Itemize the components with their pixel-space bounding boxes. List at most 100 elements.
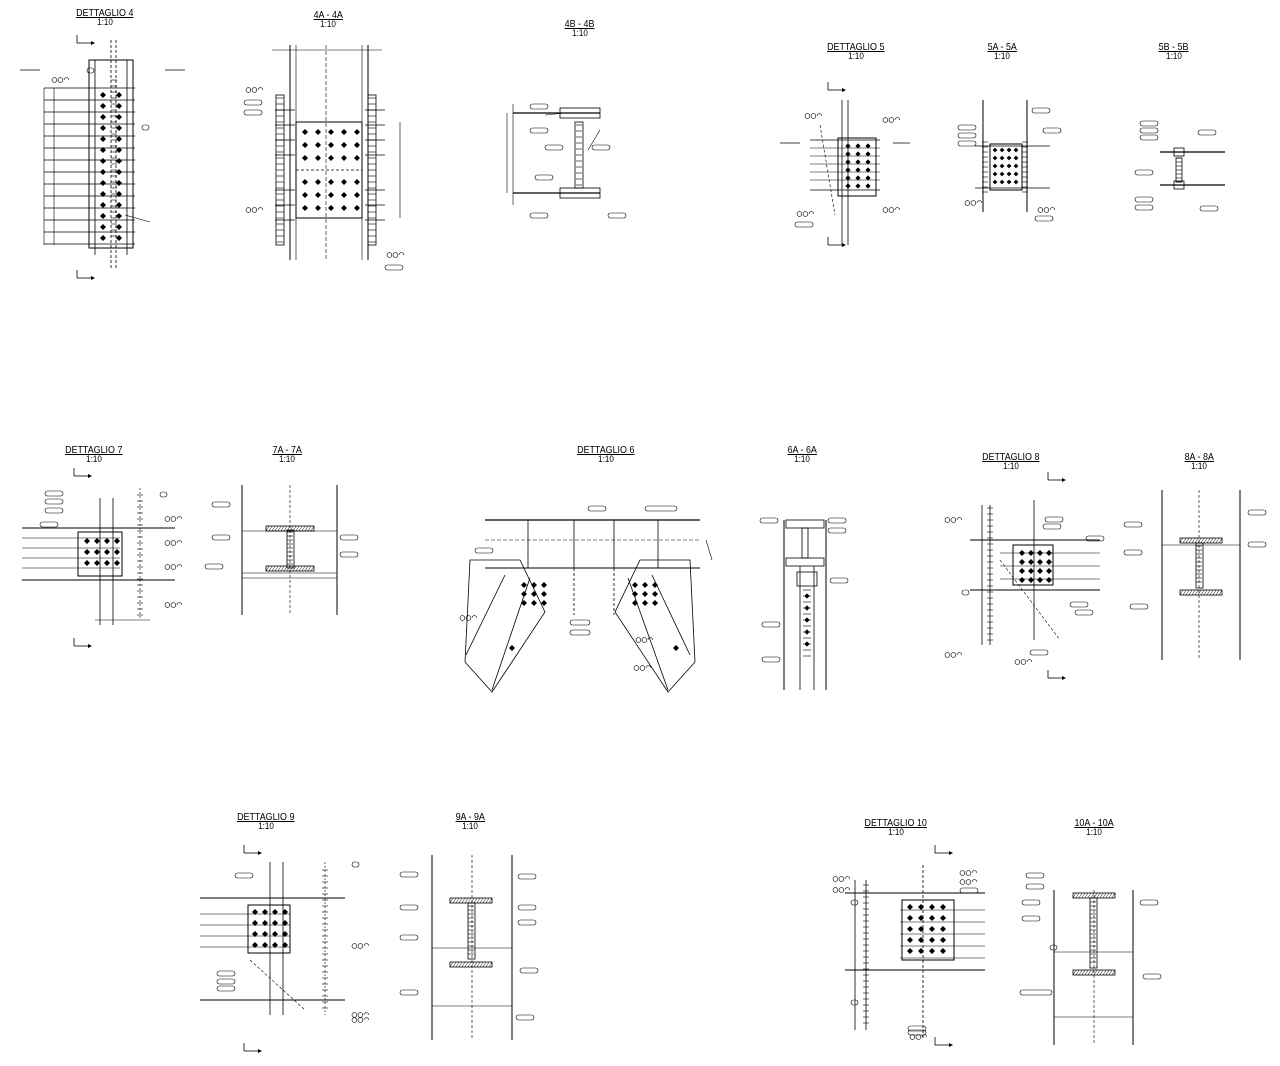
bolt (652, 591, 658, 597)
callout-tag (399, 989, 419, 996)
callout-tag (211, 534, 231, 541)
hatch-line (274, 525, 279, 532)
weld-symbol (164, 564, 183, 570)
detail-7-title: DETTAGLIO 7 (65, 444, 123, 456)
leader (124, 214, 151, 223)
hatch-line (479, 961, 484, 968)
callout-tag (1247, 541, 1267, 548)
splice-plate (837, 137, 877, 197)
hatch-line (271, 565, 276, 572)
bolt (541, 600, 547, 606)
hatch-line (1209, 589, 1214, 596)
section-4a-heading: 4A - 4A 1:10 (258, 9, 398, 30)
hatch-line (488, 961, 493, 968)
hatch-line (464, 897, 469, 904)
weld-symbol (959, 870, 978, 876)
bolt (865, 183, 871, 189)
bolt (1006, 147, 1012, 153)
bolt (940, 948, 946, 954)
bolt (531, 591, 537, 597)
bolt (315, 205, 321, 211)
callout-tag (399, 871, 419, 878)
hatch-line (1096, 892, 1101, 899)
section-arrow (1062, 478, 1066, 482)
detail-10-heading: DETTAGLIO 10 1:10 (826, 817, 966, 838)
bolt (845, 143, 851, 149)
weld-symbol (459, 615, 478, 621)
callout-tag (44, 507, 64, 514)
bolt (1046, 577, 1052, 583)
bolt (929, 915, 935, 921)
weld-symbol (944, 517, 963, 523)
bolt (116, 158, 122, 164)
callout-tag (544, 144, 564, 151)
bolt (116, 114, 122, 120)
hatch-line (473, 961, 478, 968)
detail-6-title: DETTAGLIO 6 (577, 444, 635, 456)
bolt (272, 909, 278, 915)
callout-tag (1123, 521, 1143, 528)
bolt (929, 948, 935, 954)
hatch-line (1215, 589, 1220, 596)
callout-tag (1074, 609, 1094, 616)
callout-tag (644, 505, 678, 512)
hatch-line (464, 961, 469, 968)
bolt (302, 129, 308, 135)
hatch-line (1096, 969, 1101, 976)
bolt (302, 205, 308, 211)
callout-tag (607, 212, 627, 219)
detail-5-drawing (780, 82, 910, 247)
callout-tag (1134, 196, 1154, 203)
callout-tag (1134, 204, 1154, 211)
hatch-line (1093, 969, 1098, 976)
bolt (354, 129, 360, 135)
weld-symbol (245, 207, 264, 213)
detail-5-heading: DETTAGLIO 5 1:10 (786, 41, 926, 62)
weld-symbol (959, 879, 978, 885)
bolt (855, 167, 861, 173)
bolt (907, 915, 913, 921)
bolt (100, 125, 106, 131)
bolt (521, 591, 527, 597)
bolt (84, 538, 90, 544)
detail-5-title: DETTAGLIO 5 (827, 41, 885, 53)
hatch-line (271, 525, 276, 532)
callout-tag (1139, 899, 1159, 906)
hatch-line (1078, 969, 1083, 976)
hatch-line (268, 525, 273, 532)
callout-tag (1034, 215, 1054, 222)
callout-tag (907, 1025, 927, 1032)
bolt (652, 600, 658, 606)
bolt (252, 920, 258, 926)
callout-tag (1025, 872, 1045, 879)
detail-7-scale: 1:10 (86, 454, 102, 465)
line (819, 124, 836, 216)
hatch-line (310, 525, 315, 532)
bolt (918, 926, 924, 932)
hatch-line (1182, 537, 1187, 544)
hatch-line (1084, 892, 1089, 899)
hatch-line (283, 565, 288, 572)
hatch-line (1111, 892, 1116, 899)
weld-symbol (351, 943, 370, 949)
detail-10-scale: 1:10 (888, 827, 904, 838)
bolt (940, 937, 946, 943)
hatch-line (1182, 589, 1187, 596)
hatch-line (1179, 537, 1184, 544)
line (249, 959, 306, 1011)
bolt (354, 155, 360, 161)
bolt (116, 136, 122, 142)
bolt (918, 904, 924, 910)
gusset-plate (247, 904, 291, 954)
hatch-line (301, 565, 306, 572)
section-4b-scale: 1:10 (572, 28, 588, 39)
bolt (918, 937, 924, 943)
hatch-line (1108, 969, 1113, 976)
section-arrow (258, 1049, 262, 1053)
callout-tag (1139, 134, 1159, 141)
bolt (1037, 568, 1043, 574)
hatch-line (461, 961, 466, 968)
bolt (341, 142, 347, 148)
section-arrow (88, 474, 92, 478)
section-arrow (949, 851, 953, 855)
